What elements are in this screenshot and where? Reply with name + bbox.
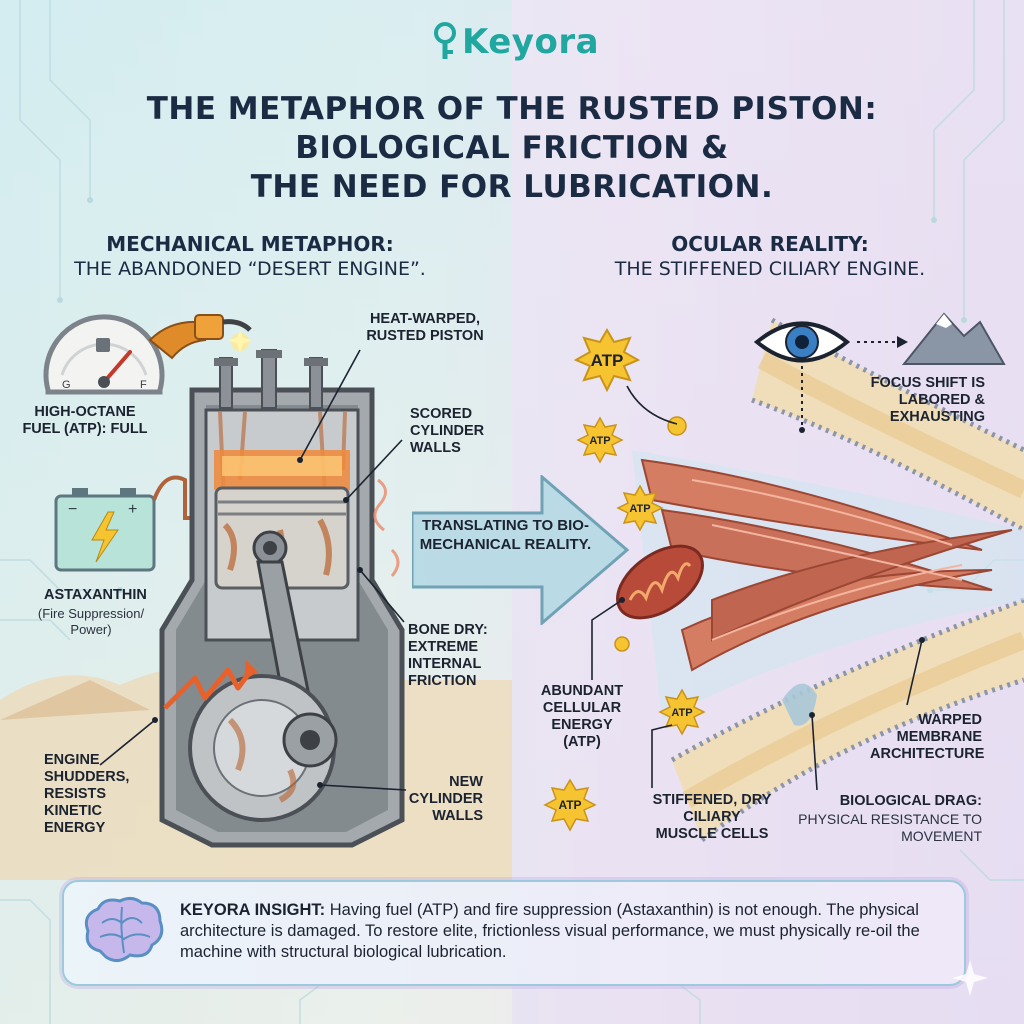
atp-burst-small-4: ATP [543, 778, 597, 832]
heat-waves-icon [373, 478, 400, 577]
atp-text-2: ATP [589, 435, 610, 447]
label-biological-drag: BIOLOGICAL DRAG: [839, 793, 982, 809]
brand-name: Keyora [462, 22, 600, 62]
atp-text-3: ATP [629, 503, 650, 515]
title-line-1: THE METAPHOR OF THE RUSTED PISTON: [146, 91, 878, 127]
right-section-heading: OCULAR REALITY: THE STIFFENED CILIARY EN… [560, 232, 980, 280]
translation-arrow [412, 475, 630, 625]
right-subheading: THE STIFFENED CILIARY ENGINE. [614, 258, 926, 280]
fuel-nozzle-icon [148, 314, 252, 360]
atp-burst-small-1: ATP [576, 416, 624, 464]
insight-box [62, 880, 966, 986]
crankshaft [188, 674, 338, 822]
engine-illustration: G F − + [0, 314, 512, 880]
sparkle-icon [952, 960, 988, 996]
eye-icon [753, 321, 851, 363]
shudder-arrow-icon [163, 667, 252, 710]
brand-logo: Keyora [430, 22, 599, 62]
ciliary-illustration: ATP ATP ATP ATP ATP [543, 312, 1024, 842]
label-new-cylinder-walls: NEW CYLINDER WALLS [408, 774, 483, 824]
mitochondrion-icon [616, 544, 704, 620]
atp-burst-small-3: ATP [658, 688, 706, 736]
insight-body: Having fuel (ATP) and fire suppression (… [180, 901, 920, 961]
title-line-2: BIOLOGICAL FRICTION & [295, 130, 729, 166]
label-focus-shift: FOCUS SHIFT IS LABORED & EXHAUSTING [870, 375, 985, 425]
membrane-bottom [670, 597, 1024, 842]
label-engine-shudders: ENGINE SHUDDERS, RESISTS KINETIC ENERGY [44, 752, 130, 836]
atp-text-1: ATP [591, 351, 624, 370]
label-warped-membrane: WARPED MEMBRANE ARCHITECTURE [870, 712, 985, 762]
label-rusted-piston: HEAT-WARPED, RUSTED PISTON [366, 311, 484, 344]
gauge-full-mark: F [140, 379, 147, 391]
left-section-heading: MECHANICAL METAPHOR: THE ABANDONED “DESE… [40, 232, 460, 280]
label-astaxanthin-sub: (Fire Suppression/ Power) [37, 606, 145, 637]
focus-arrow-head [897, 336, 908, 348]
key-icon [434, 22, 456, 59]
label-high-octane-fuel: HIGH-OCTANE FUEL (ATP): FULL [22, 404, 148, 437]
atp-burst-small-2: ATP [616, 484, 664, 532]
brain-icon [84, 896, 164, 962]
gauge-empty-mark: G [62, 379, 71, 391]
left-heading: MECHANICAL METAPHOR: [106, 232, 394, 256]
battery-icon: − + [54, 488, 156, 572]
rusted-piston [214, 486, 350, 590]
insight-text: KEYORA INSIGHT: Having fuel (ATP) and fi… [180, 900, 950, 963]
translation-arrow-text: TRANSLATING TO BIO-MECHANICAL REALITY. [419, 517, 592, 553]
title-line-3: THE NEED FOR LUBRICATION. [250, 169, 774, 205]
svg-text:+: + [128, 501, 137, 518]
fuel-gauge-icon: G F [43, 314, 165, 395]
membrane-top [751, 317, 1024, 533]
svg-text:−: − [68, 501, 77, 518]
atp-text-5: ATP [558, 798, 581, 812]
label-astaxanthin: ASTAXANTHIN [44, 587, 147, 603]
insight-label: KEYORA INSIGHT: [180, 901, 326, 919]
ciliary-muscle-fibers [640, 458, 1013, 672]
label-biological-drag-sub: PHYSICAL RESISTANCE TO MOVEMENT [798, 811, 982, 844]
page-title: THE METAPHOR OF THE RUSTED PISTON: BIOLO… [40, 90, 984, 207]
atp-burst-large: ATP [573, 328, 641, 393]
label-bone-dry: BONE DRY: EXTREME INTERNAL FRICTION [408, 622, 488, 689]
atp-text-4: ATP [671, 707, 692, 719]
mountain-icon [901, 312, 1006, 365]
label-scored-walls: SCORED CYLINDER WALLS [410, 406, 485, 456]
left-subheading: THE ABANDONED “DESERT ENGINE”. [74, 258, 426, 280]
label-stiffened-cells: STIFFENED, DRY CILIARY MUSCLE CELLS [652, 792, 772, 842]
right-heading: OCULAR REALITY: [671, 232, 869, 256]
label-abundant-energy: ABUNDANT CELLULAR ENERGY (ATP) [540, 683, 624, 750]
